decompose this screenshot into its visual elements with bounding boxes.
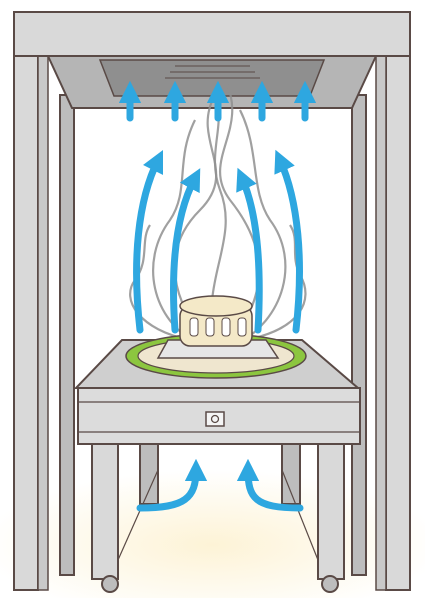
exhaust-hood	[14, 12, 410, 108]
upward-airflow-arrow-icon	[137, 160, 158, 330]
control-switch-icon	[206, 412, 224, 426]
frame-left-post	[14, 18, 48, 590]
frame-right-post	[376, 18, 410, 590]
